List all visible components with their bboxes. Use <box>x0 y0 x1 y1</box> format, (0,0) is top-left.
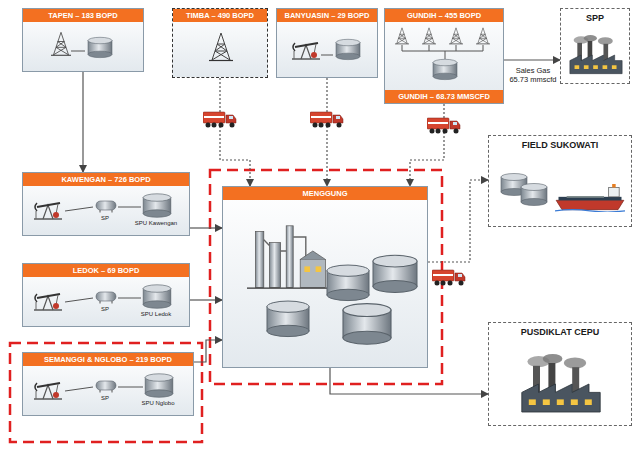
field-box: TIMBA – 490 BOPD <box>172 8 268 78</box>
equipment-label: SP <box>101 395 109 401</box>
equipment-label: SPU Kawengan <box>135 220 177 226</box>
factory-icon <box>570 35 622 74</box>
tank-icon <box>327 265 369 301</box>
node-heading: FIELD SUKOWATI <box>489 136 631 153</box>
node-heading: MENGGUNG <box>223 187 427 200</box>
tank-icon <box>143 285 171 308</box>
node-heading: TIMBA – 490 BOPD <box>173 9 267 22</box>
facility-box: FIELD SUKOWATI <box>488 135 632 227</box>
truck-icon <box>432 270 465 286</box>
node-heading: PUSDIKLAT CEPU <box>489 323 631 340</box>
pumpjack-icon <box>34 203 62 219</box>
tank-icon <box>433 59 457 79</box>
flow-line <box>82 72 83 172</box>
pipe-line <box>118 207 141 208</box>
trucking-route <box>326 78 327 186</box>
flow-line <box>330 368 488 394</box>
field-box: GUNDIH – 455 BOPD GUNDIH – 68.73 MMSCFD <box>384 8 504 104</box>
refinery-icon <box>247 226 331 288</box>
pipe-line <box>445 51 446 59</box>
factory-icon <box>522 354 600 412</box>
highlight-region <box>210 170 442 384</box>
tank-icon <box>88 37 112 57</box>
trucking-route <box>220 78 250 186</box>
tank-icon <box>143 194 171 217</box>
pipe-line <box>402 51 483 52</box>
tank-icon <box>343 304 391 345</box>
equipment-label: SPU Nglobo <box>141 400 174 406</box>
derrick-icon <box>449 28 463 44</box>
pipe-line <box>65 387 93 391</box>
vessel-icon <box>96 292 116 304</box>
facility-illustration <box>489 323 633 427</box>
flow-label: Sales Gas 65.73 mmscfd <box>506 66 560 84</box>
equipment-label: SP <box>101 215 109 221</box>
field-box: TAPEN – 183 BOPD <box>22 8 144 72</box>
facility-box: PUSDIKLAT CEPU <box>488 322 632 426</box>
tank-icon <box>267 301 309 337</box>
truck-icon <box>427 118 460 134</box>
pipe-line <box>429 45 430 51</box>
derrick-icon <box>209 33 233 61</box>
pipe-line <box>65 207 93 211</box>
pipe-line <box>65 298 93 302</box>
field-box: BANYUASIN – 29 BOPD <box>276 8 378 78</box>
pumpjack-icon <box>34 383 62 399</box>
tank-icon <box>521 184 547 206</box>
facility-illustration <box>223 187 429 369</box>
facility-box: SPP <box>560 8 630 84</box>
flow-line <box>190 299 222 300</box>
derrick-icon <box>422 28 436 44</box>
field-box: MENGGUNG <box>222 186 428 368</box>
pipe-line <box>118 387 143 388</box>
highlight-region <box>10 343 202 442</box>
vessel-icon <box>96 381 116 393</box>
trucking-route <box>428 180 488 262</box>
node-heading: KAWENGAN – 726 BOPD <box>23 173 189 186</box>
truck-icon <box>203 112 236 128</box>
node-heading: LEDOK – 69 BOPD <box>23 264 189 277</box>
ship-icon <box>555 184 625 212</box>
node-heading: SEMANGGI & NGLOBO – 219 BOPD <box>23 353 193 366</box>
tank-icon <box>373 255 417 292</box>
equipment-label: SPU Ledok <box>141 311 171 317</box>
pipe-line <box>71 51 85 52</box>
derrick-icon <box>476 28 490 44</box>
node-heading: GUNDIH – 68.73 MMSCFD <box>385 90 503 103</box>
node-heading: TAPEN – 183 BOPD <box>23 9 143 22</box>
pipe-line <box>118 298 141 299</box>
tank-icon <box>145 374 173 397</box>
pipe-line <box>321 55 333 56</box>
node-heading: BANYUASIN – 29 BOPD <box>277 9 377 22</box>
truck-icon <box>310 112 343 128</box>
equipment-label: SP <box>101 306 109 312</box>
flow-line <box>190 227 222 228</box>
field-box: SEMANGGI & NGLOBO – 219 BOPD <box>22 352 194 416</box>
node-heading: GUNDIH – 455 BOPD <box>385 9 503 22</box>
pumpjack-icon <box>292 43 320 59</box>
flow-line <box>504 59 560 60</box>
pipe-line <box>456 45 457 51</box>
pumpjack-icon <box>34 294 62 310</box>
node-heading: SPP <box>561 9 629 26</box>
trucking-route <box>410 104 444 186</box>
flow-line <box>194 340 222 362</box>
pipe-line <box>483 45 484 51</box>
derrick-icon <box>395 28 409 44</box>
pipe-line <box>402 45 403 51</box>
vessel-icon <box>96 201 116 213</box>
field-box: LEDOK – 69 BOPD <box>22 263 190 327</box>
tank-icon <box>336 39 360 59</box>
derrick-icon <box>51 32 71 55</box>
field-box: KAWENGAN – 726 BOPD <box>22 172 190 236</box>
